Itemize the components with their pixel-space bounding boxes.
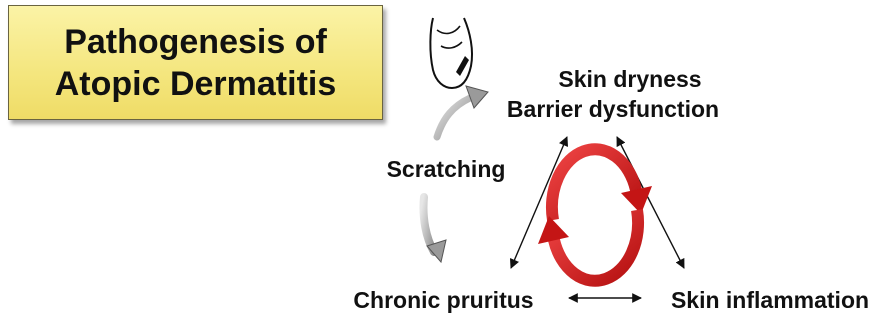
pruritus-to-scratching-arrow	[423, 197, 446, 262]
scratching-hand-icon	[430, 18, 472, 88]
skin-dryness-label: Skin dryness	[545, 66, 715, 92]
skin-inflammation-label: Skin inflammation	[650, 287, 890, 313]
scratching-label: Scratching	[376, 156, 516, 182]
dryness-inflammation-arrow	[617, 137, 684, 268]
barrier-dysfunction-label: Barrier dysfunction	[488, 96, 738, 122]
scratching-to-dryness-arrow	[437, 86, 488, 137]
red-circular-arrows-icon	[538, 149, 652, 280]
chronic-pruritus-label: Chronic pruritus	[336, 287, 551, 313]
